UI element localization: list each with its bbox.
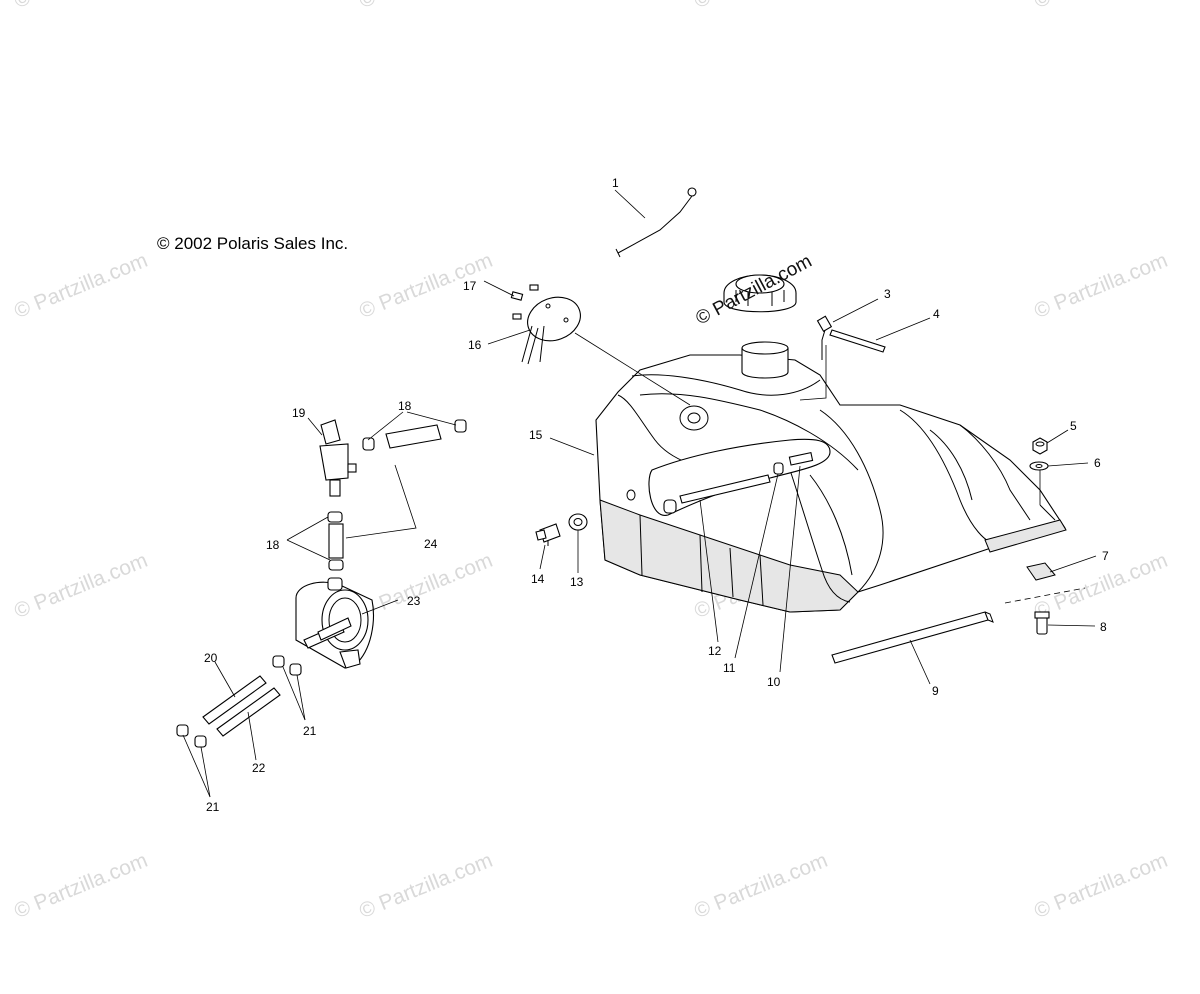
callout-23: 23 [407,594,421,608]
washer [1029,461,1049,505]
callout-5: 5 [1070,419,1077,433]
clamp-11 [773,462,784,475]
callout-10: 10 [767,675,781,689]
vent-hose [829,329,886,353]
callout-18: 18 [398,399,412,413]
pump-hoses [202,675,281,737]
callout-7: 7 [1102,549,1109,563]
fuel-pump [295,577,374,669]
vent-line [615,187,697,258]
strap [831,611,994,664]
hose-12 [663,474,771,514]
callout-21: 21 [206,800,220,814]
bolt [1004,587,1086,635]
callout-14: 14 [531,572,545,586]
fuel-hose-clamps-lower [327,511,344,571]
fitting-10 [788,451,814,466]
grommet [568,513,588,531]
callout-22: 22 [252,761,266,775]
callout-18: 18 [266,538,280,552]
cap-watermark: © Partzilla.com [692,251,815,330]
callout-15: 15 [529,428,543,442]
callout-17: 17 [463,279,477,293]
callout-11: 11 [723,661,736,675]
fuel-tank [595,341,1067,613]
callout-9: 9 [932,684,939,698]
callout-6: 6 [1094,456,1101,470]
callout-20: 20 [204,651,218,665]
callout-12: 12 [708,644,722,658]
callout-19: 19 [292,406,306,420]
callout-1: 1 [612,176,619,190]
fuel-hose-clamps-upper [362,419,467,451]
copyright-notice: © 2002 Polaris Sales Inc. [157,234,349,253]
callout-16: 16 [468,338,482,352]
nut [1032,437,1048,455]
valve [535,523,561,546]
hose-clamps [176,655,302,748]
callout-24: 24 [424,537,438,551]
callout-13: 13 [570,575,584,589]
plate [1026,562,1056,581]
fuel-pump-plate [521,296,691,406]
shutoff-valve [319,419,357,497]
callout-8: 8 [1100,620,1107,634]
fuel-cap: © Partzilla.com [692,251,815,330]
leader-lines [182,189,1097,798]
callout-4: 4 [933,307,940,321]
callout-21: 21 [303,724,317,738]
callout-3: 3 [884,287,891,301]
vent-fitting [816,315,833,360]
callout-labels: 1 3 4 5 6 7 8 9 10 11 12 13 14 15 16 17 … [204,176,1109,814]
